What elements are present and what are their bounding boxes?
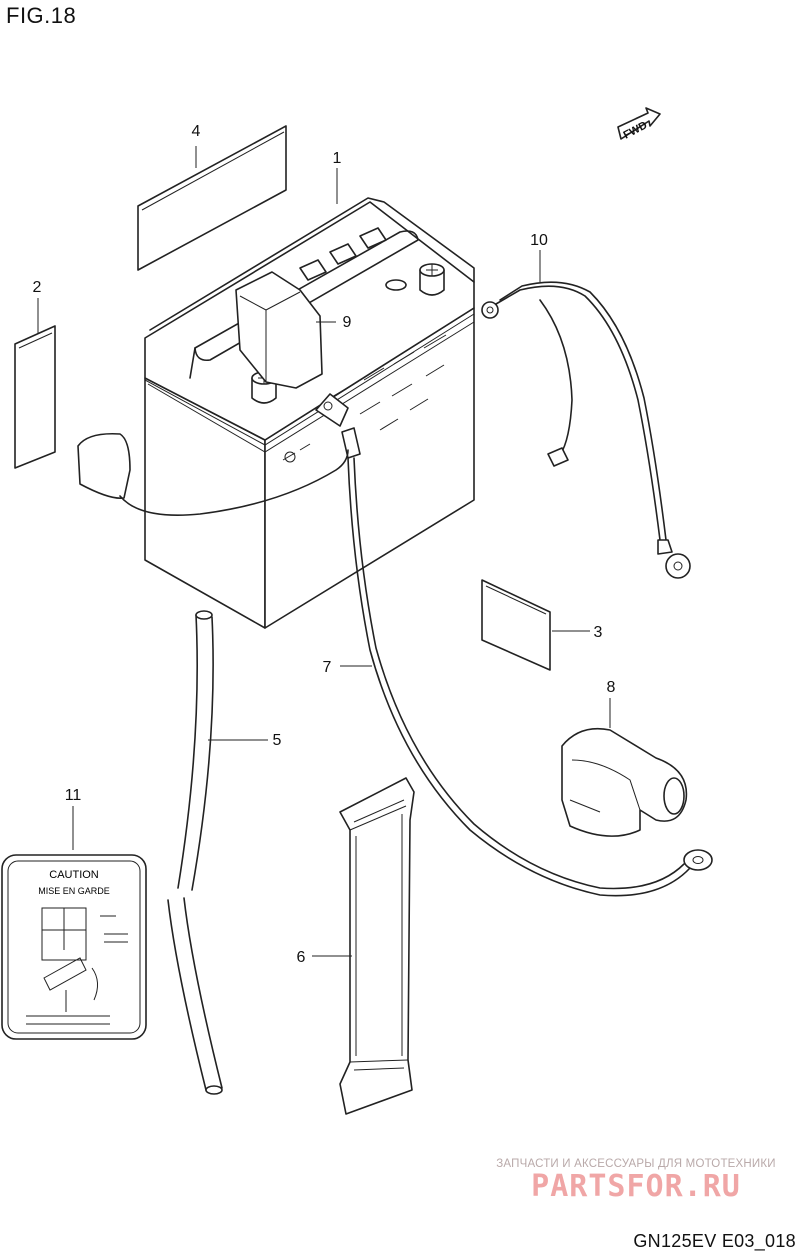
callout-2: 2 <box>33 279 42 296</box>
part-6-battery-strap <box>339 777 415 1115</box>
part-8-terminal-boot <box>561 727 688 837</box>
callout-numbers: 1 2 3 4 5 6 7 8 9 10 11 <box>33 123 616 966</box>
callout-11: 11 <box>65 787 82 804</box>
callout-4: 4 <box>192 123 201 140</box>
caution-subheading: MISE EN GARDE <box>38 886 110 896</box>
battery-breather-tube <box>77 432 349 516</box>
watermark-brand: PARTSFOR.RU <box>531 1169 741 1204</box>
part-9-terminal-cover <box>235 271 323 389</box>
part-3-plate <box>481 579 551 671</box>
leader-lines <box>37 146 611 957</box>
figure-title: FIG.18 <box>6 3 77 28</box>
part-5-breather-hose <box>167 610 223 1095</box>
part-2-plate <box>14 325 56 469</box>
callout-9: 9 <box>343 314 352 331</box>
callout-5: 5 <box>273 732 282 749</box>
callout-7: 7 <box>323 659 332 676</box>
part-11-caution-label: CAUTION MISE EN GARDE <box>1 854 147 1040</box>
watermark-caption: ЗАПЧАСТИ И АКСЕССУАРЫ ДЛЯ МОТОТЕХНИКИ <box>496 1158 776 1170</box>
part-10-negative-cable <box>481 281 691 579</box>
figure-code: GN125EV E03_018 <box>633 1231 796 1251</box>
watermark: ЗАПЧАСТИ И АКСЕССУАРЫ ДЛЯ МОТОТЕХНИКИ PA… <box>486 1158 786 1204</box>
callout-1: 1 <box>333 150 342 167</box>
callout-3: 3 <box>594 624 603 641</box>
part-1-battery <box>144 197 475 629</box>
callout-8: 8 <box>607 679 616 696</box>
part-7-positive-cable <box>315 393 713 897</box>
caution-heading: CAUTION <box>49 869 99 881</box>
forward-direction-arrow: FWD <box>617 107 661 142</box>
callout-10: 10 <box>530 232 548 249</box>
part-4-pad <box>137 125 287 271</box>
callout-6: 6 <box>297 949 306 966</box>
